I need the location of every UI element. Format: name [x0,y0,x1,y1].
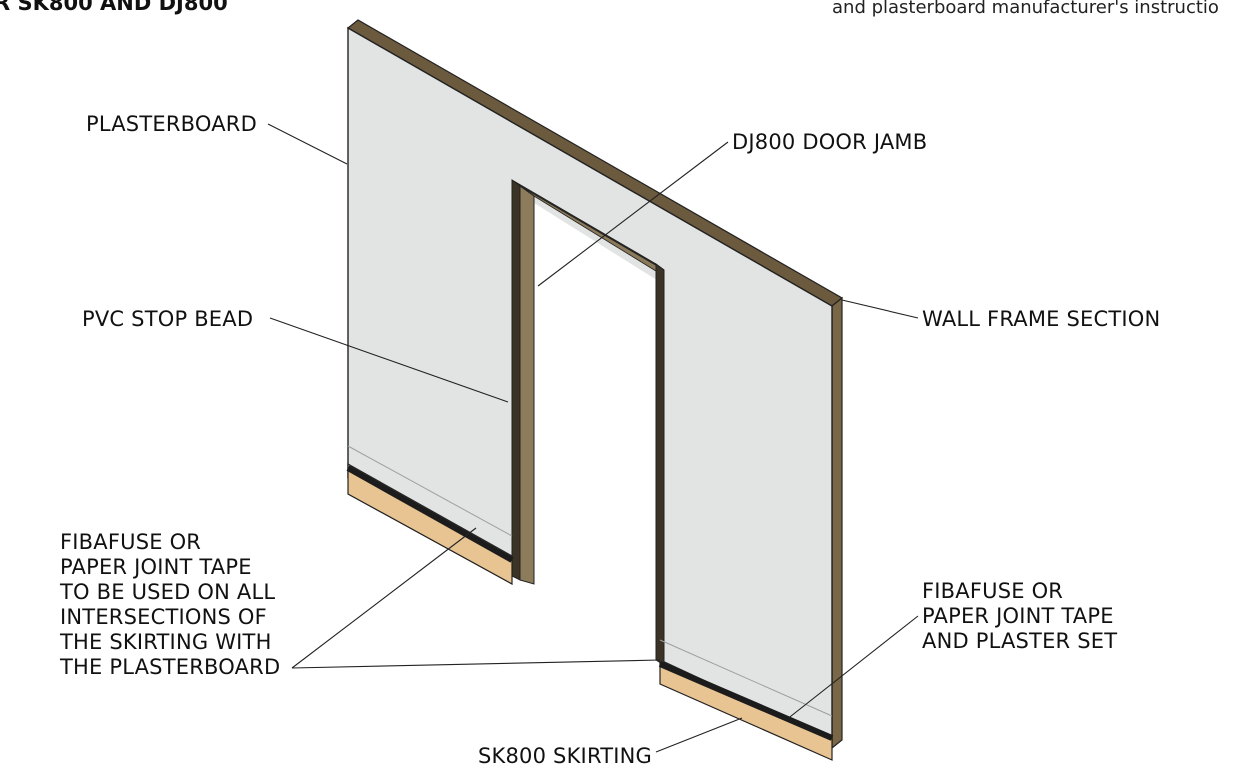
door-jamb-right [655,263,665,666]
joint-tape-left-line: PAPER JOINT TAPE [60,555,252,579]
joint-tape-left-line: THE PLASTERBOARD [60,655,281,679]
leader-stop-bead [269,317,509,403]
leader-plasterboard [267,123,348,165]
label-door-jamb: DJ800 DOOR JAMB [732,130,928,154]
leader-skirting [655,717,743,753]
joint-tape-left-line: FIBAFUSE OR [60,530,202,554]
label-stop-bead: PVC STOP BEAD [82,307,254,331]
door-opening [534,203,660,660]
skirting-right-tape [658,661,834,741]
leader-wall-frame [841,299,919,319]
joint-tape-right-line: AND PLASTER SET [922,629,1118,653]
leader-joint-tape-left-a [291,527,477,669]
label-skirting: SK800 SKIRTING [478,744,653,768]
leader-joint-tape-left-b [291,659,661,669]
leader-joint-tape-right [785,615,919,721]
door-jamb-left [511,179,521,581]
leader-door-jamb [537,141,729,287]
joint-tape-left-line: TO BE USED ON ALL [60,580,276,604]
label-joint-tape-right: FIBAFUSE OR PAPER JOINT TAPE AND PLASTER… [922,579,1117,654]
drawing-title: R SK800 AND DJ800 [0,0,228,15]
joint-tape-left-line: INTERSECTIONS OF [60,605,267,629]
skirting-left-tape [346,465,514,563]
leader-lines [267,123,919,753]
label-plasterboard: PLASTERBOARD [86,112,257,136]
plaster-set-line-right [659,639,833,717]
drawing-note: and plasterboard manufacturer's instruct… [832,0,1219,18]
door-jamb-left-inner [519,185,535,585]
label-wall-frame: WALL FRAME SECTION [922,307,1161,331]
joint-tape-left-line: THE SKIRTING WITH [60,630,272,654]
plaster-set-line-left [347,445,513,537]
joint-tape-right-line: PAPER JOINT TAPE [922,604,1114,628]
joint-tape-right-line: FIBAFUSE OR [922,579,1064,603]
label-joint-tape-left: FIBAFUSE OR PAPER JOINT TAPE TO BE USED … [60,530,280,680]
